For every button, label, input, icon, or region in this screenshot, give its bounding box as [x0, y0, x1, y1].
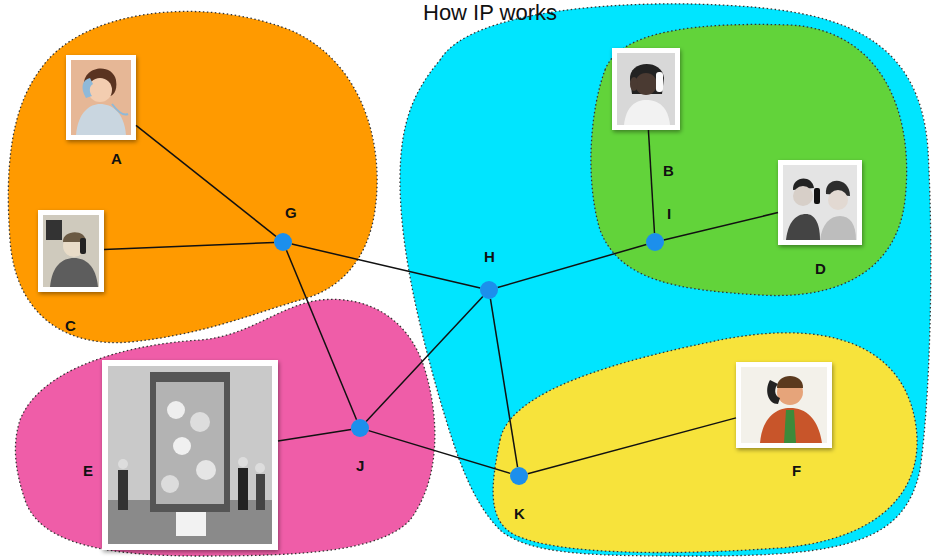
orange-region — [8, 11, 377, 342]
phone-photo — [66, 55, 136, 140]
phone-photo-frame: E — [102, 360, 278, 550]
network-link — [136, 125, 276, 236]
phone-photo-frame: C — [38, 210, 104, 292]
router-dot: K — [510, 467, 528, 485]
router-label: I — [667, 205, 671, 222]
host-label: E — [83, 462, 93, 479]
network-link — [292, 244, 480, 288]
phone-photo — [38, 210, 104, 292]
green-region — [591, 24, 907, 295]
router-dot: G — [274, 233, 292, 251]
host-label: B — [663, 162, 674, 179]
network-link — [286, 250, 356, 419]
network-link — [528, 418, 736, 474]
phone-photo-frame: A — [66, 55, 136, 140]
network-link — [278, 429, 351, 441]
network-link — [490, 299, 517, 467]
phone-photo-frame: D — [778, 160, 862, 245]
network-link — [498, 245, 647, 288]
pink-region — [15, 299, 434, 556]
diagram-title: How IP works — [423, 0, 557, 26]
yellow-region — [493, 333, 917, 553]
network-link — [664, 213, 778, 240]
phone-photo — [736, 362, 832, 448]
router-label: J — [356, 457, 364, 474]
host-label: F — [792, 462, 801, 479]
phone-booth-photo — [102, 360, 278, 550]
cyan-region — [400, 4, 931, 556]
router-label: H — [484, 248, 495, 265]
host-label: A — [111, 150, 122, 167]
host-label: D — [815, 260, 826, 277]
router-label: K — [514, 505, 525, 522]
phone-photo-frame: B — [612, 48, 680, 130]
phone-photo — [778, 160, 862, 245]
network-link — [366, 297, 483, 422]
phone-photo-frame: F — [736, 362, 832, 448]
router-dot: I — [646, 233, 664, 251]
router-dot: H — [480, 281, 498, 299]
network-link — [104, 242, 274, 249]
phone-photo — [612, 48, 680, 130]
network-link — [369, 431, 511, 474]
network-link — [648, 130, 654, 233]
router-dot: J — [351, 419, 369, 437]
router-label: G — [285, 204, 297, 221]
host-label: C — [65, 317, 76, 334]
